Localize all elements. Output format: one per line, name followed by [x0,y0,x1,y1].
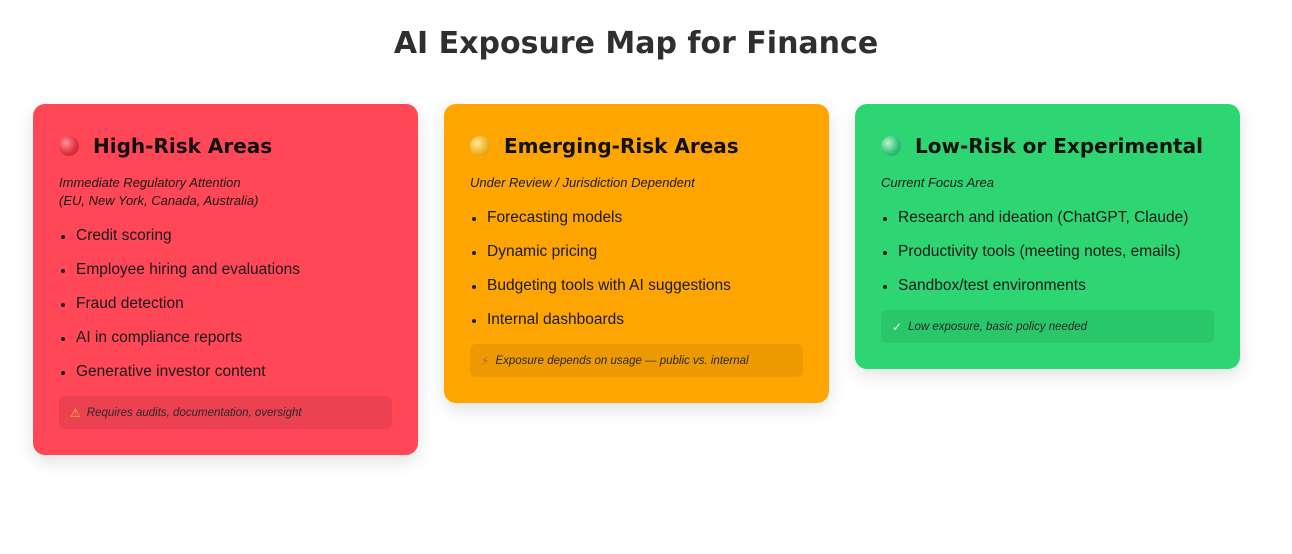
risk-cards: High-Risk Areas Immediate Regulatory Att… [33,104,1240,455]
list-item: Forecasting models [470,208,803,242]
card-note: ⚠ Requires audits, documentation, oversi… [59,396,392,429]
card-header: Emerging-Risk Areas [470,132,803,160]
card-subtitle: Immediate Regulatory Attention (EU, New … [59,175,259,208]
risk-list: Research and ideation (ChatGPT, Claude) … [881,208,1214,310]
list-item: Internal dashboards [470,310,803,344]
list-item: AI in compliance reports [59,328,392,362]
page-title: AI Exposure Map for Finance [393,26,879,61]
list-item: Productivity tools (meeting notes, email… [881,242,1214,276]
list-item: Generative investor content [59,362,392,396]
note-text: Low exposure, basic policy needed [908,320,1088,333]
list-item: Sandbox/test environments [881,276,1214,310]
card-title: Low-Risk or Experimental [915,134,1203,158]
lightning-icon: ⚡ [481,353,490,368]
card-header: High-Risk Areas [59,132,392,160]
warning-icon: ⚠ [70,405,81,420]
card-title: High-Risk Areas [93,134,273,158]
green-circle-icon [881,136,901,156]
note-text: Exposure depends on usage — public vs. i… [495,354,749,367]
list-item: Research and ideation (ChatGPT, Claude) [881,208,1214,242]
yellow-circle-icon [470,136,490,156]
risk-list: Credit scoring Employee hiring and evalu… [59,226,392,396]
card-emerging-risk: Emerging-Risk Areas Under Review / Juris… [444,104,829,403]
card-header: Low-Risk or Experimental [881,132,1214,160]
checkmark-icon: ✓ [892,319,903,334]
card-low-risk: Low-Risk or Experimental Current Focus A… [855,104,1240,369]
card-title: Emerging-Risk Areas [504,134,739,158]
list-item: Employee hiring and evaluations [59,260,392,294]
list-item: Budgeting tools with AI suggestions [470,276,803,310]
list-item: Credit scoring [59,226,392,260]
note-text: Requires audits, documentation, oversigh… [86,406,302,419]
card-subtitle: Current Focus Area [881,175,994,190]
risk-list: Forecasting models Dynamic pricing Budge… [470,208,803,344]
card-subtitle: Under Review / Jurisdiction Dependent [470,175,695,190]
list-item: Fraud detection [59,294,392,328]
card-high-risk: High-Risk Areas Immediate Regulatory Att… [33,104,418,455]
red-circle-icon [59,136,79,156]
card-note: ✓ Low exposure, basic policy needed [881,310,1214,343]
list-item: Dynamic pricing [470,242,803,276]
card-note: ⚡ Exposure depends on usage — public vs.… [470,344,803,377]
